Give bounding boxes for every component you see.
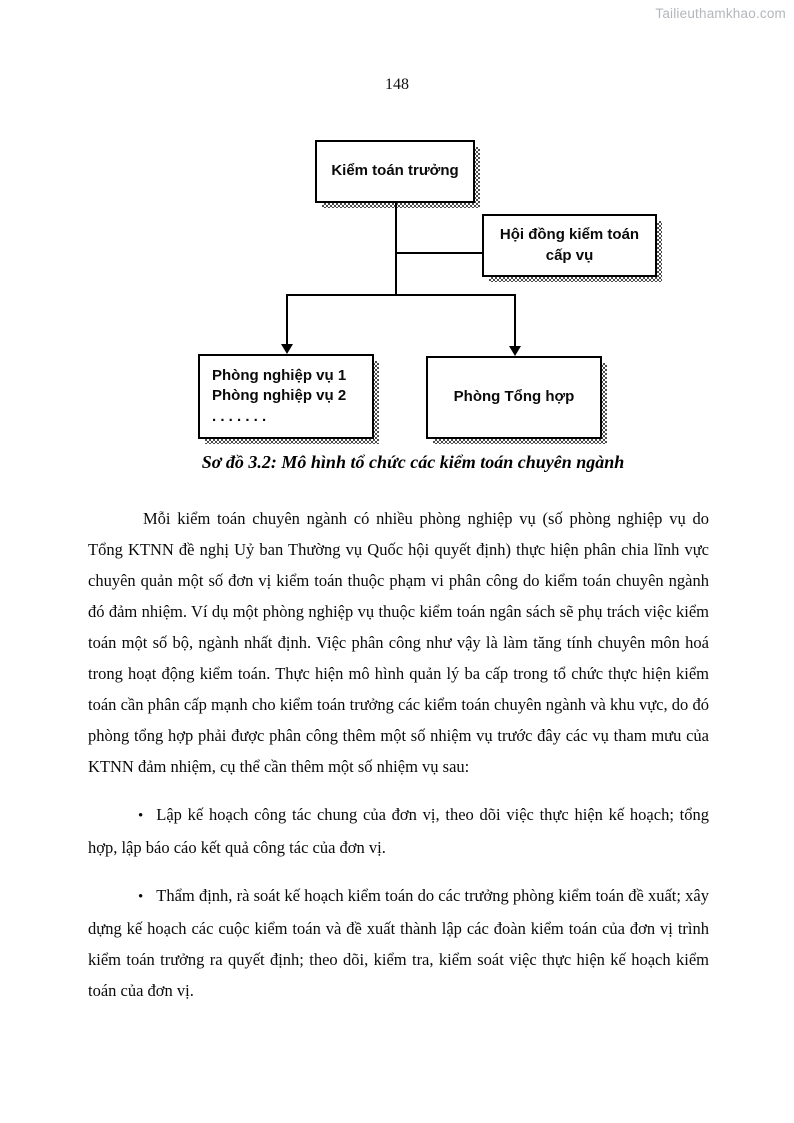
connector-vertical-right: [514, 294, 516, 346]
watermark: Tailieuthamkhao.com: [655, 6, 786, 21]
box-general-dept-label: Phòng Tổng hợp: [453, 388, 575, 406]
box-professional-depts-line2: Phòng nghiệp vụ 2: [212, 387, 347, 405]
bullet-item: •Thẩm định, rà soát kế hoạch kiểm toán d…: [88, 880, 709, 1006]
bullet-item: •Lập kế hoạch công tác chung của đơn vị,…: [88, 799, 709, 863]
bullet-text: Thẩm định, rà soát kế hoạch kiểm toán do…: [88, 886, 709, 1000]
bullet-icon: •: [138, 889, 144, 905]
paragraph: Mỗi kiểm toán chuyên ngành có nhiều phòn…: [88, 509, 709, 776]
box-professional-depts-line3: . . . . . . .: [212, 407, 267, 425]
diagram-caption: Sơ đồ 3.2: Mô hình tổ chức các kiểm toán…: [201, 452, 625, 472]
box-general-dept: Phòng Tổng hợp: [426, 356, 607, 444]
box-professional-depts-line1: Phòng nghiệp vụ 1: [212, 367, 347, 385]
box-chief-auditor: Kiểm toán trưởng: [315, 140, 480, 208]
arrow-down-left-icon: [281, 344, 293, 354]
box-professional-depts: Phòng nghiệp vụ 1 Phòng nghiệp vụ 2 . . …: [198, 354, 379, 444]
arrow-down-right-icon: [509, 346, 521, 356]
box-audit-council: Hội đồng kiểm toán cấp vụ: [482, 214, 662, 282]
box-audit-council-line2: cấp vụ: [545, 246, 594, 264]
box-audit-council-line1: Hội đồng kiểm toán: [499, 226, 640, 244]
box-chief-auditor-label: Kiểm toán trưởng: [331, 162, 459, 180]
connector-horizontal-cross: [286, 294, 516, 296]
org-chart-diagram: Kiểm toán trưởng Hội đồng kiểm toán cấp …: [0, 0, 794, 500]
connector-vertical-main: [395, 203, 397, 295]
bullet-icon: •: [138, 808, 144, 824]
connector-horizontal-council: [396, 252, 482, 254]
bullet-text: Lập kế hoạch công tác chung của đơn vị, …: [88, 805, 709, 857]
page-number: 148: [385, 76, 409, 93]
body-text: Mỗi kiểm toán chuyên ngành có nhiều phòn…: [88, 503, 709, 1006]
connector-vertical-left: [286, 294, 288, 344]
